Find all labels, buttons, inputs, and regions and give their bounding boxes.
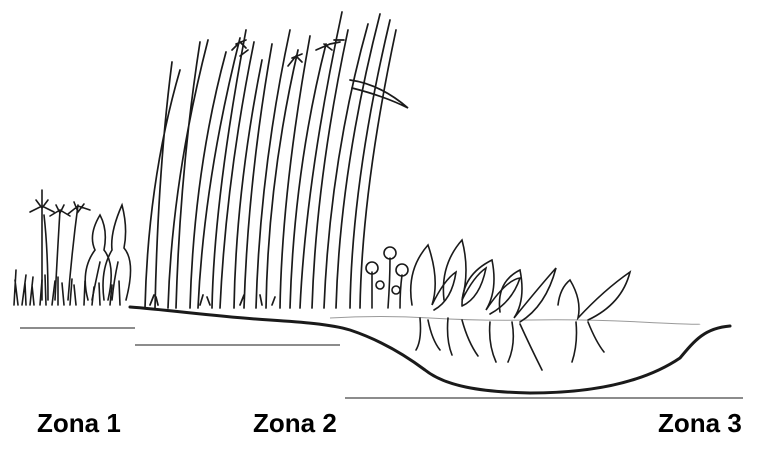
- zone-1-label: Zona 1: [37, 410, 121, 436]
- zone-3-plants: [366, 240, 630, 370]
- zone-1-plants: [14, 190, 131, 305]
- ground-profile: [130, 307, 730, 393]
- zone-boundary-lines: [20, 328, 743, 398]
- zone-2-label: Zona 2: [253, 410, 337, 436]
- zone-3-label: Zona 3: [658, 410, 742, 436]
